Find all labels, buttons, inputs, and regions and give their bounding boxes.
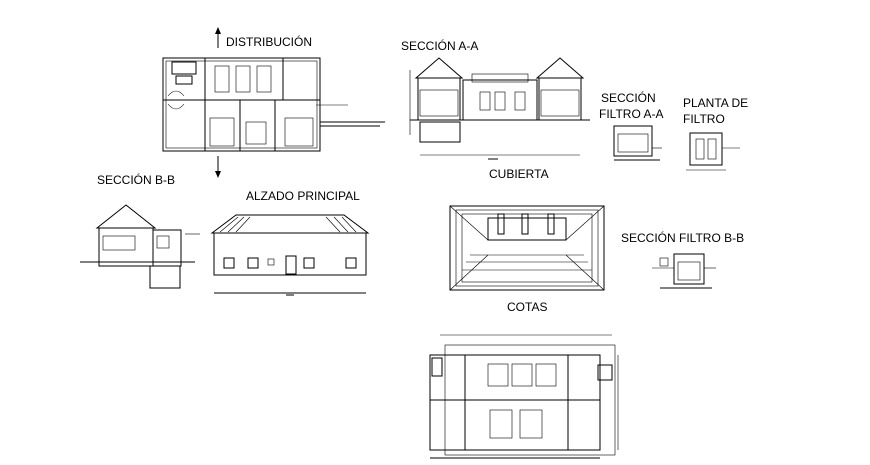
title-seccion-filtro-bb: SECCIÓN FILTRO B-B xyxy=(621,230,744,245)
dimensioned-plan-drawing xyxy=(429,334,619,459)
title-cubierta: CUBIERTA xyxy=(489,167,549,181)
section-bb-drawing: SECCIÓN B-B xyxy=(80,172,200,289)
title-seccion-filtro-aa-2: FILTRO A-A xyxy=(599,107,663,121)
filter-section-bb-drawing: SECCIÓN FILTRO B-B xyxy=(621,230,744,289)
section-aa-drawing: SECCIÓN A-A xyxy=(401,38,590,160)
floor-plan-distribucion: DISTRIBUCIÓN xyxy=(162,27,385,178)
roof-plan-drawing xyxy=(449,205,605,291)
title-seccion-filtro-aa-1: SECCIÓN xyxy=(601,90,656,105)
title-distribucion: DISTRIBUCIÓN xyxy=(226,34,312,49)
title-alzado-principal: ALZADO PRINCIPAL xyxy=(246,189,360,203)
title-planta-filtro-1: PLANTA DE xyxy=(683,96,748,110)
filter-section-aa-drawing: SECCIÓN FILTRO A-A xyxy=(599,90,663,161)
title-seccion-aa: SECCIÓN A-A xyxy=(401,38,478,53)
title-planta-filtro-2: FILTRO xyxy=(683,112,725,126)
title-seccion-bb: SECCIÓN B-B xyxy=(97,172,175,187)
title-cotas: COTAS xyxy=(507,300,547,314)
roof-tiles xyxy=(219,216,357,233)
front-elevation-drawing: ALZADO PRINCIPAL xyxy=(210,189,370,296)
filter-plan-drawing: PLANTA DE FILTRO xyxy=(683,96,748,171)
